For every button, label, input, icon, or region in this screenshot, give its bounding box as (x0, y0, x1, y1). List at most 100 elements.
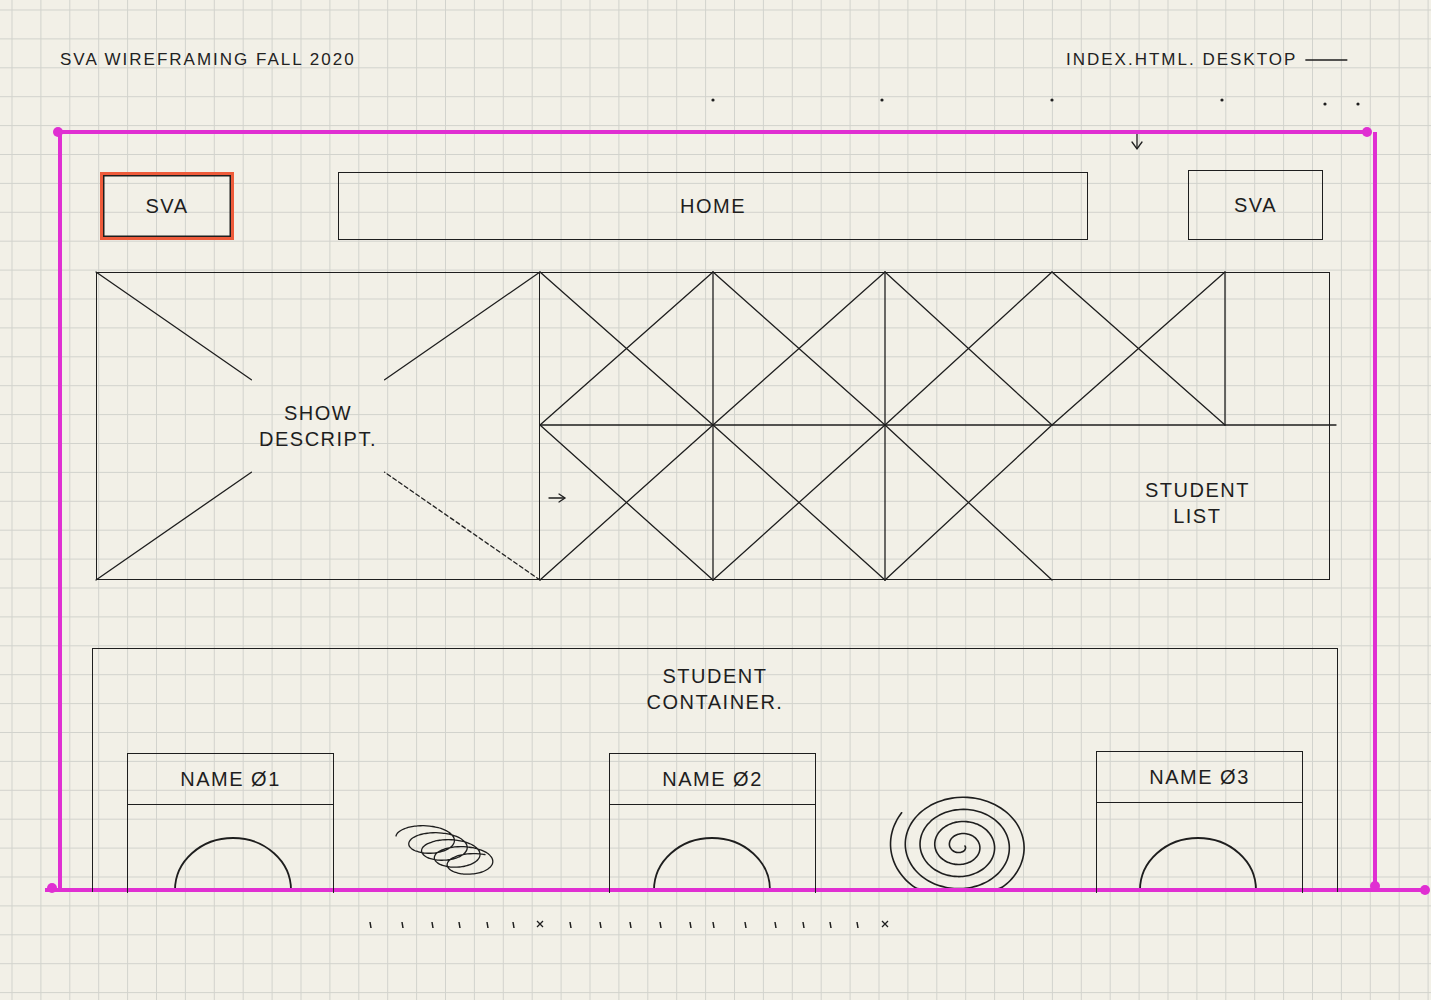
grid-line (329, 0, 330, 1000)
dot-mark (880, 98, 883, 101)
grid-line (0, 616, 1431, 617)
grid-line (0, 270, 1431, 271)
grid-line (0, 10, 1431, 11)
student-list-box: STUDENT LIST (540, 272, 1330, 580)
image-placeholder-cross (713, 272, 885, 425)
frame-line (58, 130, 1367, 134)
logo-box: SVA (1188, 170, 1323, 240)
tick-mark (513, 922, 514, 928)
image-placeholder-cross (885, 272, 1052, 425)
image-placeholder-cross (713, 425, 885, 580)
note-arrow (1132, 142, 1142, 149)
grid-line (0, 934, 1431, 935)
image-placeholder-cross (713, 425, 885, 580)
box-label: STUDENT LIST (1145, 477, 1250, 529)
grid-line (0, 38, 1431, 39)
tick-cross (882, 921, 888, 927)
grid-line (0, 819, 1431, 820)
image-placeholder-cross (540, 425, 713, 580)
tick-mark (402, 922, 403, 928)
image-placeholder-cross (385, 472, 540, 580)
grid-line (1254, 0, 1255, 1000)
grid-line (301, 0, 302, 1000)
grid-line (532, 0, 533, 1000)
grid-line (1428, 0, 1429, 1000)
image-placeholder-cross (540, 272, 713, 425)
image-placeholder-cross (96, 472, 251, 580)
box-label: SVA (1234, 192, 1277, 218)
grid-line (1052, 0, 1053, 1000)
wireframe-sketch (96, 132, 1336, 890)
student-name: NAME Ø3 (1149, 764, 1250, 790)
grid-line (156, 0, 157, 1000)
grid-line (0, 732, 1431, 733)
dot-mark (1323, 102, 1326, 105)
tick-mark (713, 922, 714, 928)
grid-line (763, 0, 764, 1000)
grid-line (1341, 0, 1342, 1000)
image-placeholder-cross (96, 272, 251, 380)
portrait-arc (1140, 838, 1256, 890)
dot-mark (711, 98, 714, 101)
grid-line (0, 877, 1431, 878)
grid-line (0, 154, 1431, 155)
grid-line (0, 299, 1431, 300)
tick-mark (775, 922, 776, 928)
grid-line (0, 125, 1431, 126)
scribble (396, 826, 493, 874)
grid-line (792, 0, 793, 1000)
grid-line (0, 443, 1431, 444)
student-name: NAME Ø2 (662, 766, 763, 792)
sheet-title: SVA WIREFRAMING FALL 2020 (60, 50, 356, 70)
grid-line (1399, 0, 1400, 1000)
student-card: NAME Ø1 (127, 753, 334, 893)
grid-line (0, 414, 1431, 415)
grid-line (0, 645, 1431, 646)
dot-mark (1356, 102, 1359, 105)
grid-line (185, 0, 186, 1000)
grid-divider (1224, 272, 1225, 425)
grid-line (69, 0, 70, 1000)
grid-line (0, 761, 1431, 762)
box-label: HOME (680, 193, 746, 219)
grid-line (0, 241, 1431, 242)
tick-mark (570, 922, 571, 928)
grid-line (387, 0, 388, 1000)
grid-line (0, 385, 1431, 386)
card-header: NAME Ø3 (1097, 752, 1302, 803)
grid-line (0, 848, 1431, 849)
grid-line (647, 0, 648, 1000)
image-placeholder-cross (885, 425, 1052, 580)
grid-line (590, 0, 591, 1000)
hero-image-box: SHOW DESCRIPT. (96, 272, 540, 580)
tick-mark (432, 922, 433, 928)
grid-line (0, 963, 1431, 964)
tick-mark (660, 922, 661, 928)
portrait-arc (654, 838, 770, 890)
grid-line (618, 0, 619, 1000)
frame-line (58, 132, 62, 890)
grid-line (734, 0, 735, 1000)
grid-line (0, 559, 1431, 560)
student-card: NAME Ø3 (1096, 751, 1303, 893)
grid-line (474, 0, 475, 1000)
grid-line (1312, 0, 1313, 1000)
frame-line (45, 888, 1425, 892)
grid-line (1110, 0, 1111, 1000)
grid-line (850, 0, 851, 1000)
grid-line (1139, 0, 1140, 1000)
tick-mark (459, 922, 460, 928)
dot-mark (1050, 98, 1053, 101)
note-arrow (559, 494, 565, 502)
box-label: STUDENT CONTAINER. (647, 663, 784, 715)
grid-line (0, 96, 1431, 97)
image-placeholder-cross (1052, 272, 1225, 425)
logo-box: SVA (100, 172, 234, 240)
box-label: SVA (145, 193, 188, 219)
image-placeholder-cross (540, 272, 713, 425)
page-label: INDEX.HTML. DESKTOP (1066, 50, 1297, 70)
grid-line (907, 0, 908, 1000)
tick-mark (745, 922, 746, 928)
frame-dot (1420, 885, 1430, 895)
